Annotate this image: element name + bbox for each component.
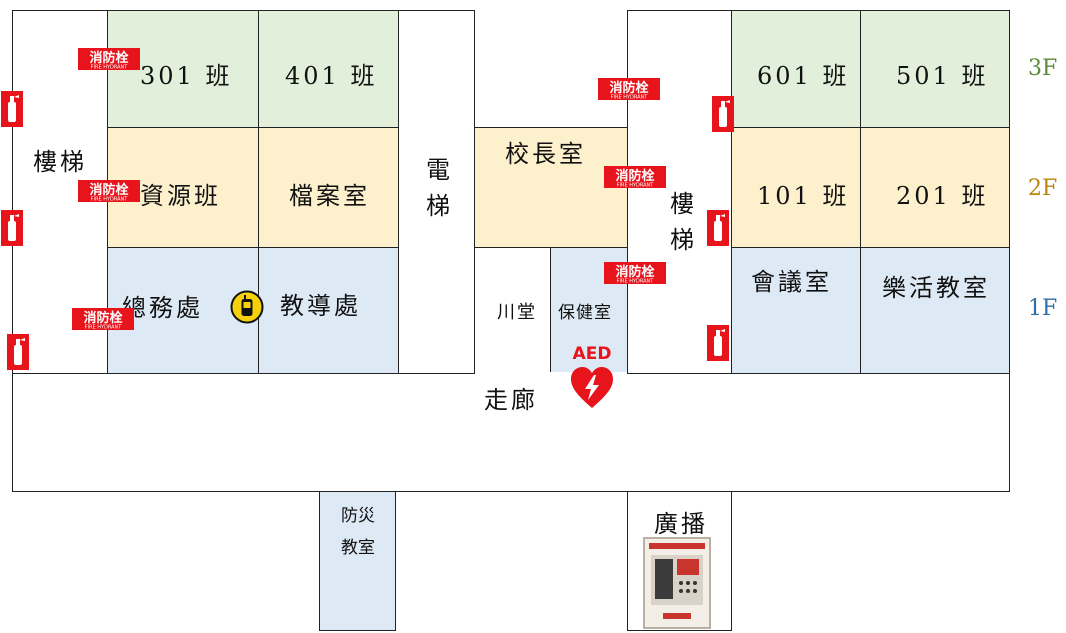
room-disaster [319,491,396,631]
room-meeting-label: 會議室 [751,268,832,296]
room-501-label: 501 班 [896,62,989,90]
svg-text:FIRE HYDRANT: FIRE HYDRANT [611,95,649,101]
room-broadcast-label: 廣播 [654,510,708,538]
room-guidance [258,247,399,374]
aed-sign: AED [562,344,622,414]
room-principal-label: 校長室 [505,140,586,168]
floor-3f-label: 3F [1028,56,1058,81]
fire-extinguisher-icon [712,96,734,132]
room-101-label: 101 班 [757,182,850,210]
svg-text:FIRE HYDRANT: FIRE HYDRANT [617,279,655,285]
room-principal [474,127,628,248]
room-general-affairs-label: 總務處 [122,294,203,322]
room-resource-label: 資源班 [140,182,221,210]
room-music [860,247,1010,374]
room-201 [860,127,1010,248]
room-401 [258,10,399,128]
broadcast-panel-icon [643,537,711,629]
room-401-label: 401 班 [285,62,378,90]
svg-text:FIRE HYDRANT: FIRE HYDRANT [91,65,129,71]
left-stairs-label: 樓梯 [33,148,87,176]
room-disaster-label: 防災教室 [341,506,375,558]
room-601-label: 601 班 [757,62,850,90]
room-101 [731,127,861,248]
floor-1f-label: 1F [1028,296,1058,321]
room-guidance-label: 教導處 [280,292,361,320]
aed-label: AED [572,344,612,364]
room-archive [258,127,399,248]
elevator-shaft [398,10,475,374]
svg-text:消防栓: 消防栓 [615,264,654,280]
floor-2f-label: 2F [1028,176,1058,201]
svg-text:消防栓: 消防栓 [83,310,122,326]
room-archive-label: 檔案室 [289,182,370,210]
svg-text:消防栓: 消防栓 [89,50,128,66]
room-601 [731,10,861,128]
room-301-label: 301 班 [140,62,233,90]
svg-text:FIRE HYDRANT: FIRE HYDRANT [91,197,129,203]
room-chuantang-label: 川堂 [497,302,537,323]
svg-text:消防栓: 消防栓 [609,80,648,96]
fire-extinguisher-icon [7,334,29,370]
svg-text:FIRE HYDRANT: FIRE HYDRANT [617,183,655,189]
room-music-label: 樂活教室 [882,274,990,302]
right-stairs-label: 樓梯 [670,190,694,254]
svg-text:消防栓: 消防栓 [89,182,128,198]
room-501 [860,10,1010,128]
corridor-label: 走廊 [484,386,538,414]
fire-extinguisher-icon [707,210,729,246]
room-health-label: 保健室 [558,303,612,323]
right-stairwell [627,10,732,374]
fire-extinguisher-icon [1,91,23,127]
room-meeting [731,247,861,374]
elevator-label: 電梯 [426,156,450,220]
aed-heart-icon [571,367,613,408]
svg-text:FIRE HYDRANT: FIRE HYDRANT [85,325,123,331]
room-201-label: 201 班 [896,182,989,210]
svg-text:消防栓: 消防栓 [615,168,654,184]
fire-extinguisher-icon [1,210,23,246]
walkie-talkie-icon [230,290,264,324]
fire-extinguisher-icon [707,325,729,361]
